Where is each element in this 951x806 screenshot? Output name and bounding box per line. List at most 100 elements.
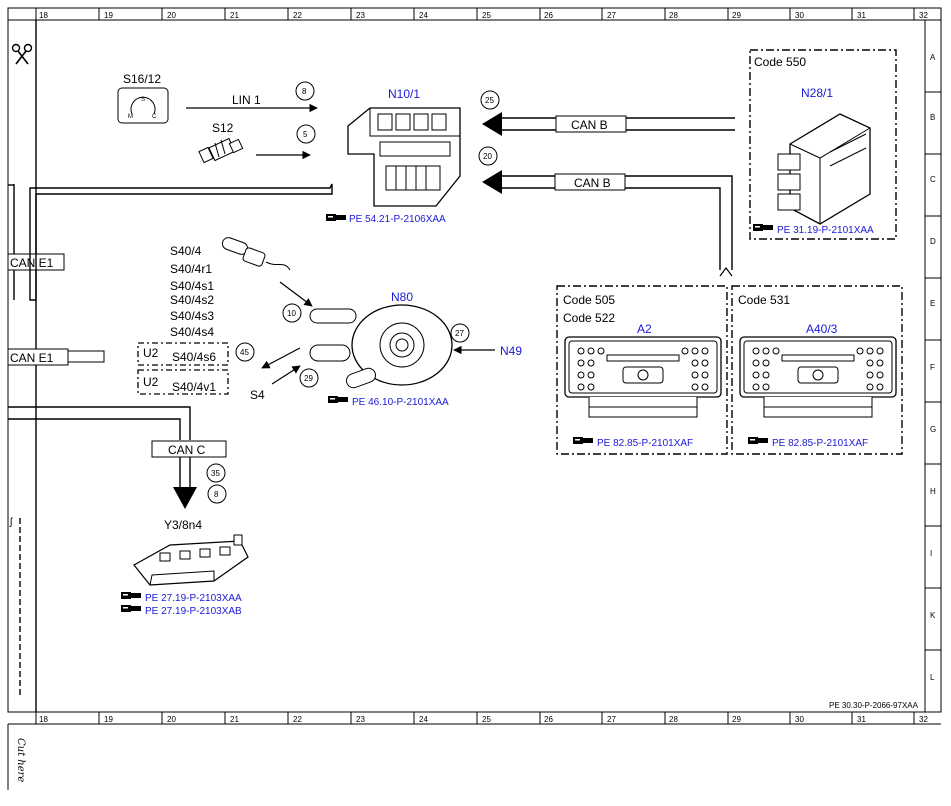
scissors-icon bbox=[11, 43, 33, 65]
arrow-10 bbox=[279, 281, 313, 307]
column-number: 25 bbox=[482, 11, 491, 20]
sheet-reference: PE 30.30-P-2066-97XAA bbox=[829, 701, 919, 710]
can-b-top-bus: CAN B bbox=[482, 112, 735, 136]
row-letter: G bbox=[930, 425, 936, 434]
column-number: 19 bbox=[104, 11, 113, 20]
book-reference-icon bbox=[328, 396, 348, 403]
a40-3-ref: PE 82.85-P-2101XAF bbox=[772, 438, 868, 449]
u2-frame-b bbox=[137, 369, 229, 395]
column-number: 20 bbox=[167, 11, 176, 20]
connector-5: 5 bbox=[296, 124, 316, 144]
column-number: 20 bbox=[167, 715, 176, 724]
cut-here-label: Cut here bbox=[15, 738, 26, 782]
column-number: 18 bbox=[39, 11, 48, 20]
a40-3-label: A40/3 bbox=[806, 322, 838, 336]
column-number: 28 bbox=[669, 11, 678, 20]
svg-text:29: 29 bbox=[304, 374, 313, 383]
n28-1-label: N28/1 bbox=[801, 86, 833, 100]
n80-ref: PE 46.10-P-2101XAA bbox=[352, 397, 449, 408]
can-c-box bbox=[151, 440, 227, 458]
s4-label: S4 bbox=[250, 388, 265, 402]
u2-label-a: U2 bbox=[143, 346, 159, 360]
s40-item: S40/4s4 bbox=[170, 325, 214, 339]
column-number: 24 bbox=[419, 11, 428, 20]
column-number: 28 bbox=[669, 715, 678, 724]
drawing-frame bbox=[7, 7, 942, 790]
connector-25: 25 bbox=[480, 90, 500, 110]
s40-item: S40/4s3 bbox=[170, 309, 214, 323]
s16-12-label: S16/12 bbox=[123, 72, 161, 86]
s40-item: S40/4r1 bbox=[170, 262, 212, 276]
column-number: 26 bbox=[544, 715, 553, 724]
code-550-label: Code 550 bbox=[754, 55, 806, 69]
svg-text:8: 8 bbox=[214, 490, 219, 499]
code-550-frame bbox=[749, 49, 897, 240]
can-c-arrow bbox=[173, 487, 197, 509]
row-letter: C bbox=[930, 175, 936, 184]
y3-8n4-ref-b: PE 27.19-P-2103XAB bbox=[145, 606, 242, 617]
stalk-switch-icon: S M C bbox=[117, 87, 169, 124]
can-c-wire bbox=[8, 406, 191, 440]
column-number: 26 bbox=[544, 11, 553, 20]
connector-45: 45 bbox=[235, 342, 255, 362]
column-number: 32 bbox=[919, 715, 928, 724]
svg-text:45: 45 bbox=[240, 348, 249, 357]
column-number: 30 bbox=[795, 715, 804, 724]
can-c-label: CAN C bbox=[168, 443, 206, 457]
row-letter: B bbox=[930, 113, 935, 122]
svg-text:20: 20 bbox=[483, 152, 492, 161]
s12-label: S12 bbox=[212, 121, 234, 135]
y3-8n4-ref-a: PE 27.19-P-2103XAA bbox=[145, 593, 242, 604]
svg-text:8: 8 bbox=[302, 87, 307, 96]
code-531-frame bbox=[731, 285, 903, 455]
radio-unit-icon bbox=[564, 336, 722, 418]
connector-29: 29 bbox=[299, 368, 319, 388]
book-reference-icon bbox=[121, 592, 141, 599]
book-reference-icon bbox=[753, 224, 773, 231]
arrow-45 bbox=[261, 347, 301, 369]
row-letter: I bbox=[930, 549, 932, 558]
s40-4v1-label: S40/4v1 bbox=[172, 380, 216, 394]
can-e1-mid-bus: CAN E1 bbox=[7, 348, 105, 366]
connector-27: 27 bbox=[450, 323, 470, 343]
n10-1-label: N10/1 bbox=[388, 87, 420, 101]
row-letter: A bbox=[930, 53, 936, 62]
n49-label: N49 bbox=[500, 344, 522, 358]
row-letter: D bbox=[930, 237, 936, 246]
row-letter: E bbox=[930, 299, 935, 308]
column-number: 27 bbox=[607, 715, 616, 724]
column-number: 19 bbox=[104, 715, 113, 724]
column-number: 29 bbox=[732, 715, 741, 724]
a2-ref: PE 82.85-P-2101XAF bbox=[597, 438, 693, 449]
row-letter: H bbox=[930, 487, 936, 496]
svg-text:35: 35 bbox=[211, 469, 220, 478]
can-b-bottom-bus: CAN B bbox=[482, 170, 733, 277]
a2-label: A2 bbox=[637, 322, 652, 336]
code-522-label: Code 522 bbox=[563, 311, 615, 325]
svg-text:25: 25 bbox=[485, 96, 494, 105]
can-b-bottom-label: CAN B bbox=[574, 176, 611, 190]
column-number: 24 bbox=[419, 715, 428, 724]
connector-8-bottom: 8 bbox=[207, 484, 227, 504]
column-number: 23 bbox=[356, 11, 365, 20]
y3-8n4-label: Y3/8n4 bbox=[164, 518, 202, 532]
can-e1-top-label: CAN E1 bbox=[10, 256, 54, 270]
s40-item: S40/4 bbox=[170, 244, 202, 258]
svg-text:27: 27 bbox=[455, 329, 464, 338]
svg-text:C: C bbox=[152, 114, 157, 120]
radio-unit-icon bbox=[739, 336, 897, 418]
s40-4s6-label: S40/4s6 bbox=[172, 350, 216, 364]
svg-text:10: 10 bbox=[287, 309, 296, 318]
can-e1-mid-label: CAN E1 bbox=[10, 351, 54, 365]
column-number: 22 bbox=[293, 11, 302, 20]
bracket-mark: ʃ bbox=[9, 517, 13, 528]
code-505-frame bbox=[556, 285, 728, 455]
column-number: 29 bbox=[732, 11, 741, 20]
connector-35: 35 bbox=[206, 463, 226, 483]
connector-20: 20 bbox=[478, 146, 498, 166]
connector-plug-icon bbox=[198, 137, 244, 164]
row-ticks bbox=[925, 91, 941, 651]
can-e1-wire bbox=[29, 183, 333, 301]
